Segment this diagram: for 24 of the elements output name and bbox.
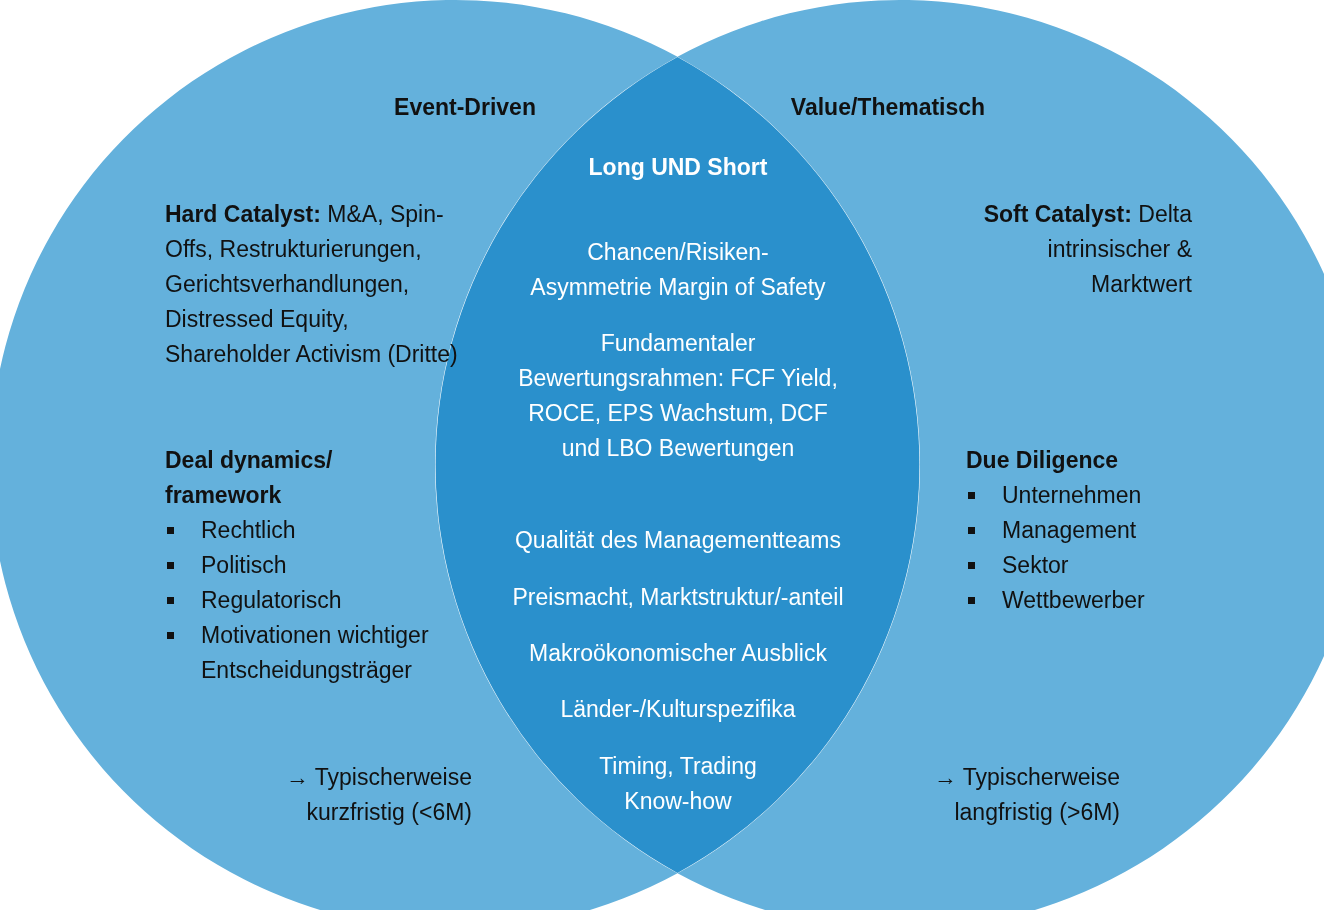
catalyst-text: Hard Catalyst: M&A, Spin-Offs, Restrukturierungen, Gerichtsverhandlungen, Distressed Equity, Shareholder Activism (Dritte) (165, 200, 459, 369)
overlap-heading: Long UND Short (587, 153, 769, 182)
criteria-text: Länder-/Kulturspezifika (559, 695, 797, 724)
criteria-text: Preismacht, Marktstruktur/-anteil (511, 583, 845, 612)
section-heading: Deal dynamics/ framework (165, 446, 334, 510)
criteria-text: Chancen/Risiken-Asymmetrie Margin of Safety (529, 238, 827, 302)
criteria-text: Timing, Trading Know-how (598, 752, 758, 816)
bullet-item: Motivationen wichtiger Entscheidungsträger (201, 621, 430, 685)
section-heading: Due Diligence (966, 446, 1120, 475)
bullet-item: Rechtlich (201, 516, 297, 545)
note-text: → Typischerweise kurzfristig (<6M) (284, 763, 472, 827)
criteria-text: Qualität des Managementteams (514, 526, 842, 555)
bullet-item: Wettbewerber (1002, 586, 1146, 615)
criteria-text: Makroökonomischer Ausblick (528, 639, 828, 668)
bullet-item: Politisch (201, 551, 288, 580)
bullet-item: Sektor (1002, 551, 1070, 580)
catalyst-text: Soft Catalyst: Delta intrinsischer & Marktwert (982, 200, 1192, 299)
note-text: → Typischerweise langfristig (>6M) (932, 763, 1120, 827)
circle-heading: Value/Thematisch (789, 93, 987, 122)
bullet-item: Unternehmen (1002, 481, 1143, 510)
circle-heading: Event-Driven (393, 93, 537, 122)
criteria-text: Fundamentaler Bewertungsrahmen: FCF Yield, ROCE, EPS Wachstum, DCF und LBO Bewertungen (518, 329, 838, 463)
bullet-item: Management (1002, 516, 1138, 545)
bullet-item: Regulatorisch (201, 586, 343, 615)
